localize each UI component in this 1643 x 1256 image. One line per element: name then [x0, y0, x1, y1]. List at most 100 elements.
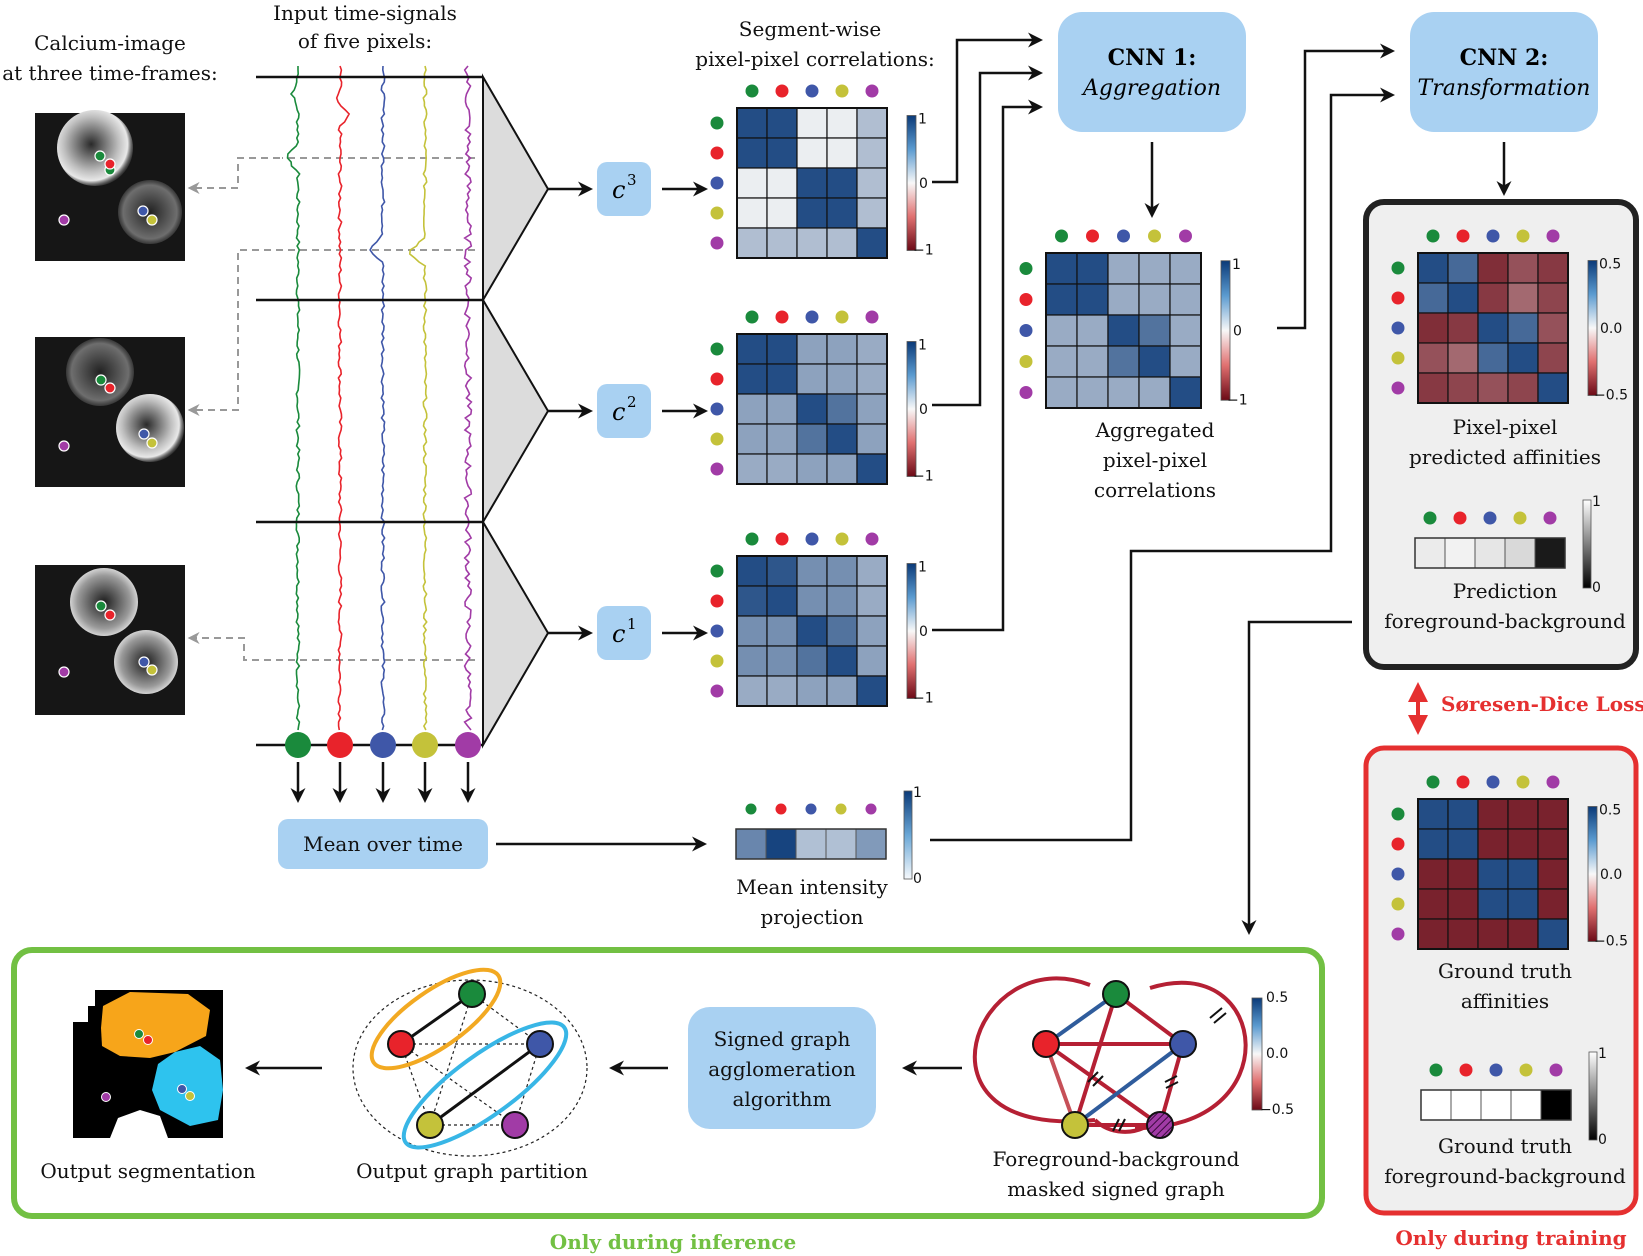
c2-cell	[856, 363, 888, 395]
c3-cell	[826, 167, 858, 199]
aggregated-cell	[1107, 252, 1140, 285]
c3-box	[597, 162, 651, 216]
c1-cell	[826, 645, 858, 677]
frame1-connector	[187, 157, 280, 194]
gt-fg-cell	[1540, 1089, 1572, 1121]
matrix-c3: 10−1	[710, 84, 934, 259]
inference-frame	[11, 947, 1325, 1219]
predicted-cell	[1417, 342, 1449, 374]
ground-truth-cell	[1447, 918, 1479, 950]
predicted-cell	[1537, 312, 1569, 344]
predicted-cell	[1507, 342, 1539, 374]
ground-truth-row-dot-4	[1391, 927, 1405, 941]
ground-truth-cell	[1417, 918, 1449, 950]
c1-row-dot-3	[710, 654, 724, 668]
c2-colorbar	[906, 341, 917, 477]
c2-cell	[796, 453, 828, 485]
c2-cell	[826, 423, 858, 455]
predicted-col-dot-2	[1486, 229, 1500, 243]
pred-fg-cbar-max: 1	[1592, 494, 1601, 510]
predicted-cell	[1537, 252, 1569, 284]
pixel-marker-0	[285, 732, 311, 758]
mean-intensity-dot-3	[835, 803, 847, 815]
c3-cbar-min: −1	[913, 243, 934, 259]
c3-row-dot-3	[710, 206, 724, 220]
predicted-cell	[1417, 252, 1449, 284]
c1-col-dot-3	[835, 532, 849, 546]
mean-intensity-dot-1	[775, 803, 787, 815]
aggregated-cell	[1107, 345, 1140, 378]
c1-row-dot-2	[710, 624, 724, 638]
c1-col-dot-1	[775, 532, 789, 546]
aggregated-cell	[1076, 283, 1109, 316]
frame3-dot-0	[95, 600, 107, 612]
gt-fg-dot-2	[1489, 1063, 1503, 1077]
c3-cbar-mid: 0	[919, 176, 928, 192]
fg-graph-line2: masked signed graph	[1007, 1177, 1225, 1201]
c2-cell	[826, 363, 858, 395]
predicted-row-dot-0	[1391, 261, 1405, 275]
predicted-col-dot-4	[1546, 229, 1560, 243]
only-training-label: Only during training	[1395, 1226, 1626, 1250]
graph-cbar-max: 0.5	[1266, 990, 1288, 1006]
inference-section: Only during inference	[11, 947, 1325, 1254]
gt-fg-colorbar	[1588, 1051, 1598, 1141]
aggregated-col-dot-4	[1179, 229, 1192, 243]
c2-label: c	[612, 398, 625, 426]
mean-intensity-vector: 10	[735, 785, 922, 887]
c2-cell	[766, 453, 798, 485]
mask-marks	[1087, 1007, 1227, 1132]
time-signals-section: Input time-signals of five pixels: Mean …	[256, 1, 707, 869]
c1-cbar-mid: 0	[919, 624, 928, 640]
c2-cell	[826, 333, 858, 365]
aggregated-cell	[1169, 283, 1202, 316]
prediction-panel: 0.50.0−0.5 Pixel-pixel predicted affinit…	[1363, 199, 1639, 670]
c3-cell	[766, 197, 798, 229]
c1-label: c	[612, 620, 625, 648]
c2-cell	[736, 333, 768, 365]
c2-box	[597, 384, 651, 438]
frame3-dot-3	[146, 664, 158, 676]
c2-cell	[796, 363, 828, 395]
frame1-dot-1	[104, 158, 116, 170]
c2-col-dot-2	[805, 310, 819, 324]
gt-aff-line1: Ground truth	[1438, 959, 1572, 983]
aggregated-row-dot-4	[1019, 386, 1033, 399]
c1-cell	[796, 675, 828, 707]
c1-cell	[856, 615, 888, 647]
predicted-cell	[1417, 312, 1449, 344]
aggregated-cell	[1045, 252, 1078, 285]
aggregated-cell	[1138, 345, 1171, 378]
c3-cell	[766, 227, 798, 259]
predicted-cell	[1507, 252, 1539, 284]
graph-cbar-mid: 0.0	[1266, 1046, 1288, 1062]
matrix-predicted-affinities: 0.50.0−0.5	[1391, 229, 1628, 404]
ground-truth-cell	[1507, 798, 1539, 830]
ground-truth-cell	[1507, 858, 1539, 890]
aggregated-cell	[1045, 345, 1078, 378]
c-boxes: c 3 c 2 c 1	[548, 162, 708, 660]
c2-cell	[796, 393, 828, 425]
signal-trace-4	[463, 65, 473, 731]
signal-trace-0	[286, 66, 301, 731]
c3-col-dot-3	[835, 84, 849, 98]
pred-fg-cbar-min: 0	[1592, 580, 1601, 596]
ground-truth-cell	[1447, 858, 1479, 890]
aggregated-cbar-mid: 0	[1233, 324, 1242, 340]
mean-intensity-projection: 10 Mean intensity projection	[735, 785, 922, 929]
predicted-cell	[1507, 312, 1539, 344]
calcium-frame-2	[35, 337, 185, 487]
c3-col-dot-1	[775, 84, 789, 98]
frame2-dot-3	[146, 437, 158, 449]
c1-cell	[766, 645, 798, 677]
segment-correlations: Segment-wise pixel-pixel correlations: 1…	[695, 17, 935, 707]
gt-fg-cell	[1480, 1089, 1512, 1121]
frame3-connector	[187, 632, 475, 661]
c1-cell	[826, 675, 858, 707]
predicted-cell	[1477, 312, 1509, 344]
ground-truth-cell	[1507, 918, 1539, 950]
pred-fg-dot-3	[1513, 511, 1527, 525]
agglomeration-line1: Signed graph	[714, 1027, 851, 1051]
c2-cell	[856, 423, 888, 455]
gt-fg-dot-3	[1519, 1063, 1533, 1077]
